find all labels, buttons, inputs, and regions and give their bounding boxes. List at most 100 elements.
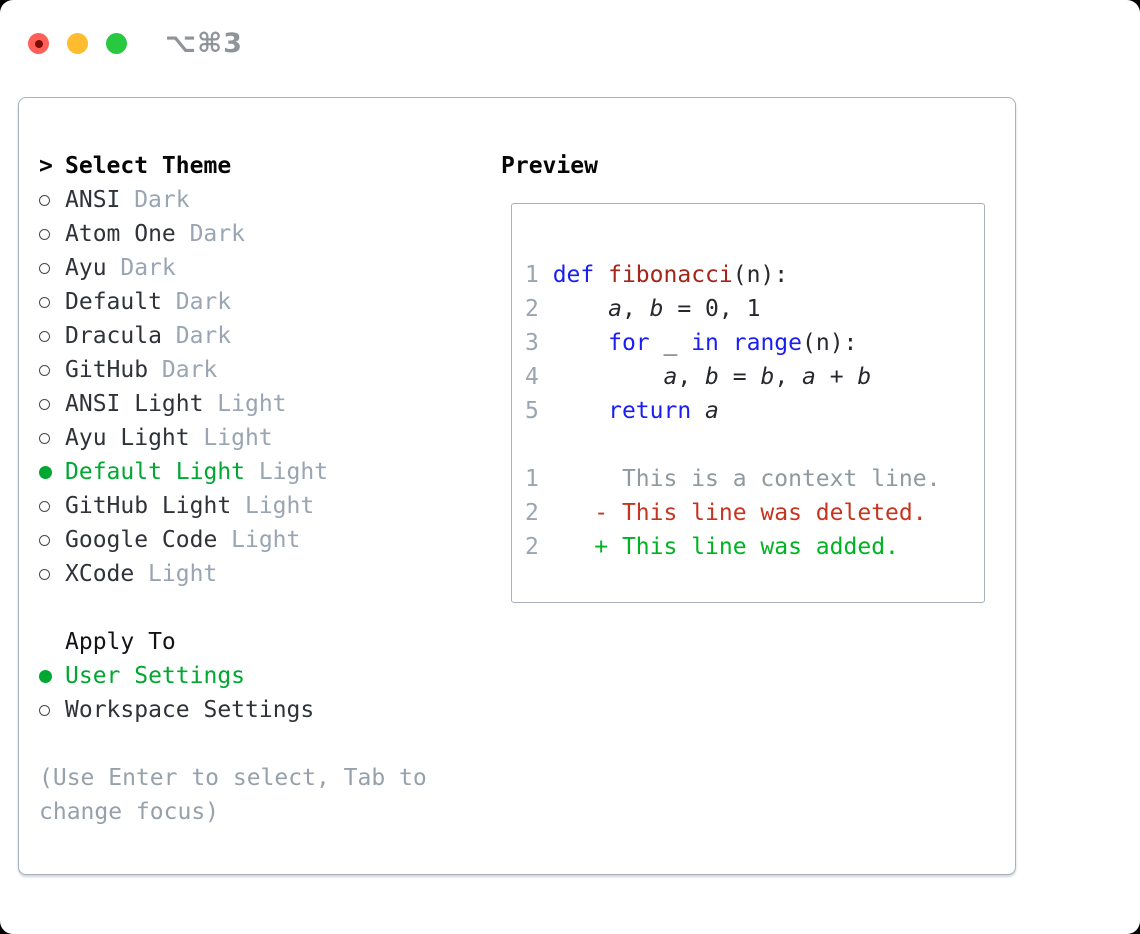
code-line — [525, 428, 984, 462]
code-line: 4 a, b = b, a + b — [525, 364, 872, 390]
radio-icon — [39, 500, 50, 512]
theme-option-ansi[interactable]: ANSI Dark — [39, 183, 427, 217]
hint-text: (Use Enter to select, Tab to change focu… — [39, 761, 427, 829]
radio-icon — [39, 568, 50, 580]
radio-marker — [39, 296, 65, 308]
code-line: 5 return a — [525, 398, 719, 424]
radio-icon — [39, 364, 50, 376]
theme-variant-label: Light — [258, 459, 329, 485]
theme-option-label: Ayu Light — [65, 425, 190, 451]
radio-marker — [39, 228, 65, 240]
apply-to-header: Apply To — [39, 625, 427, 659]
radio-icon — [39, 534, 50, 546]
radio-marker — [39, 262, 65, 274]
theme-option-default[interactable]: Default Dark — [39, 285, 427, 319]
radio-marker — [39, 669, 65, 683]
theme-option-github[interactable]: GitHub Dark — [39, 353, 427, 387]
theme-variant-label: Dark — [161, 357, 218, 383]
theme-option-google-code[interactable]: Google Code Light — [39, 523, 427, 557]
theme-variant-label: Light — [231, 527, 301, 553]
radio-marker — [39, 398, 65, 410]
theme-variant-label: Light — [203, 425, 273, 451]
radio-icon — [39, 262, 50, 274]
hint-line-2: change focus) — [39, 799, 220, 825]
theme-variant-label: Dark — [134, 187, 190, 213]
theme-option-label: GitHub — [65, 357, 149, 383]
select-theme-header: > Select Theme — [39, 149, 427, 183]
theme-option-label: Google Code — [65, 527, 218, 553]
theme-option-dracula[interactable]: Dracula Dark — [39, 319, 427, 353]
theme-variant-label: Light — [148, 561, 218, 587]
code-line: 3 for _ in range(n): — [525, 330, 858, 356]
theme-option-ayu-light[interactable]: Ayu Light Light — [39, 421, 427, 455]
spacer — [39, 727, 427, 761]
theme-variant-label: Dark — [189, 221, 245, 247]
theme-option-github-light[interactable]: GitHub Light Light — [39, 489, 427, 523]
radio-icon — [39, 330, 50, 342]
spacer — [39, 591, 427, 625]
code-line: 2 + This line was added. — [525, 534, 899, 560]
code-line: 1 This is a context line. — [525, 466, 941, 492]
theme-option-label: GitHub Light — [65, 493, 232, 519]
radio-marker — [39, 465, 65, 479]
close-button[interactable] — [28, 33, 49, 54]
theme-option-label: Ayu — [65, 255, 107, 281]
radio-marker — [39, 330, 65, 342]
radio-marker — [39, 500, 65, 512]
apply-option-label: Workspace Settings — [65, 697, 315, 723]
minimize-button[interactable] — [67, 33, 88, 54]
theme-option-label: ANSI Light — [65, 391, 204, 417]
theme-option-label: Atom One — [65, 221, 176, 247]
theme-variant-label: Dark — [175, 289, 232, 315]
window-shortcut-label: ⌥⌘3 — [165, 28, 243, 59]
focus-prompt-icon: > — [39, 153, 53, 179]
radio-icon — [39, 432, 50, 444]
theme-option-label: Dracula — [65, 323, 162, 349]
apply-option-label: User Settings — [65, 663, 246, 689]
theme-option-atom-one[interactable]: Atom One Dark — [39, 217, 427, 251]
theme-option-label: Default — [65, 289, 162, 315]
radio-selected-icon — [39, 669, 52, 683]
code-line — [525, 224, 984, 258]
radio-marker — [39, 194, 65, 206]
theme-variant-label: Dark — [175, 323, 232, 349]
theme-variant-label: Light — [217, 391, 287, 417]
theme-option-xcode[interactable]: XCode Light — [39, 557, 427, 591]
theme-option-ayu[interactable]: Ayu Dark — [39, 251, 427, 285]
radio-marker — [39, 534, 65, 546]
close-dot-icon — [34, 39, 43, 48]
theme-option-label: ANSI — [65, 187, 121, 213]
radio-marker — [39, 568, 65, 580]
radio-marker — [39, 432, 65, 444]
preview-title: Preview — [501, 153, 598, 179]
titlebar: ⌥⌘3 — [28, 28, 243, 59]
apply-option-workspace-settings[interactable]: Workspace Settings — [39, 693, 427, 727]
radio-icon — [39, 194, 50, 206]
radio-icon — [39, 398, 50, 410]
theme-variant-label: Dark — [120, 255, 176, 281]
radio-marker — [39, 364, 65, 376]
radio-icon — [39, 296, 50, 308]
preview-column: Preview 1 def fibonacci(n):2 a, b = 0, 1… — [501, 149, 985, 603]
zoom-button[interactable] — [106, 33, 127, 54]
radio-selected-icon — [39, 465, 52, 479]
apply-to-title: Apply To — [65, 629, 176, 655]
theme-option-label: XCode — [65, 561, 135, 587]
theme-option-ansi-light[interactable]: ANSI Light Light — [39, 387, 427, 421]
hint-line-1: (Use Enter to select, Tab to — [39, 765, 427, 791]
radio-marker — [39, 704, 65, 716]
apply-option-user-settings[interactable]: User Settings — [39, 659, 427, 693]
theme-variant-label: Light — [244, 493, 315, 519]
code-line: 1 def fibonacci(n): — [525, 262, 789, 288]
radio-icon — [39, 704, 50, 716]
radio-icon — [39, 228, 50, 240]
select-theme-title: Select Theme — [65, 153, 232, 179]
